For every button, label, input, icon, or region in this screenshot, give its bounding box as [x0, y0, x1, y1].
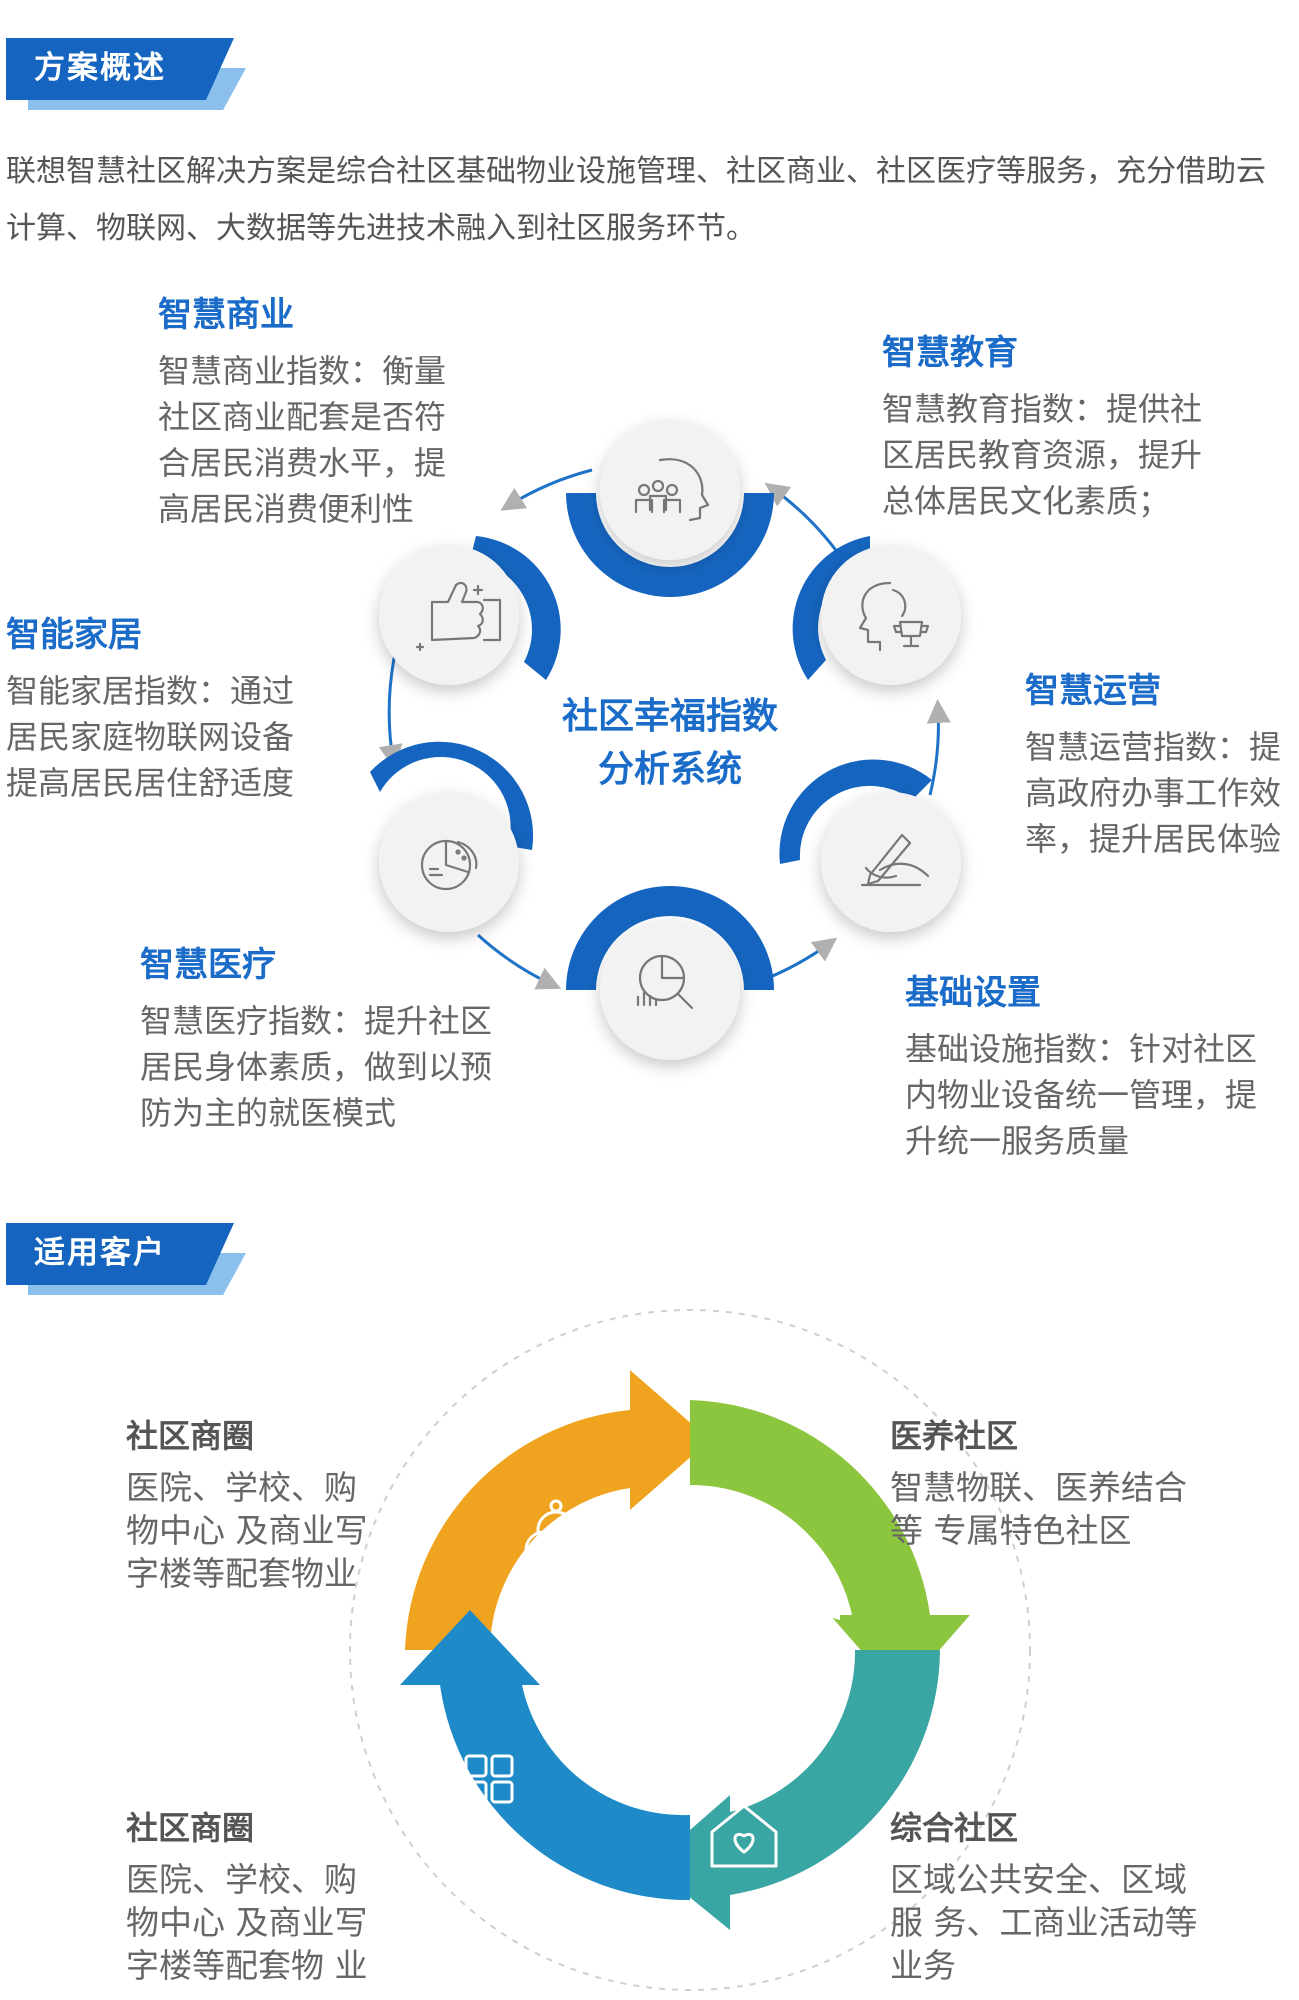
crowd-head-icon [634, 458, 710, 522]
customer-bottom-left: 社区商圈 医院、学校、购物中心 及商业写 字楼等配套物 业 [126, 1809, 368, 1985]
crescent [566, 886, 774, 990]
node-smart-education: 智慧教育 智慧教育指数：提供社区居民教育资源，提升 总体居民文化素质； [882, 333, 1203, 520]
arc-segment [764, 482, 845, 561]
node-smart-commerce: 智慧商业 智慧商业指数：衡量社区商业配套是否符 合居民消费水平，提高居民消费便利… [158, 295, 447, 528]
arc-segment [500, 468, 593, 511]
venn-people-icon [517, 1499, 595, 1570]
crescent [370, 741, 534, 850]
banner-shape [6, 1223, 246, 1295]
head-trophy-icon [858, 581, 930, 652]
node-smart-medical: 智慧医疗 智慧医疗指数：提升社区居民身体素质，做到以预 防为主的就医模式 [140, 945, 493, 1132]
banner-shape [6, 38, 246, 110]
intro-paragraph: 联想智慧社区解决方案是综合社区基础物业设施管理、社区商业、社区医疗等服务，充分借… [6, 154, 1266, 246]
node-circle-home [379, 545, 519, 685]
node-circle-infrastructure [600, 920, 740, 1060]
thumbs-up-icon [415, 581, 502, 652]
dashed-outer-ring [349, 1309, 1031, 1991]
section-banner-customers: 适用客户 [6, 1215, 266, 1295]
node-infrastructure: 基础设置 基础设施指数：针对社区内物业设备统一管理，提 升统一服务质量 [905, 973, 1258, 1160]
node-circle-education2 [821, 545, 961, 685]
apps-grid-icon [464, 1754, 514, 1804]
arrow-green [690, 1400, 970, 1695]
customer-bottom-right: 综合社区 区域公共安全、区域服 务、工商业活动等 业务 [890, 1809, 1198, 1985]
customer-top-right: 医养社区 智慧物联、医养结合等 专属特色社区 [890, 1417, 1187, 1550]
node-smart-home: 智能家居 智能家居指数：通过居民家庭物联网设备 提高居民居住舒适度 [6, 615, 295, 802]
customer-top-left: 社区商圈 医院、学校、购物中心 及商业写 字楼等配套物业 [126, 1417, 368, 1593]
pie-chart-icon [420, 839, 478, 891]
arrow-blue [400, 1610, 690, 1901]
section-title: 方案概述 [34, 50, 166, 86]
medical-cross-icon [784, 1590, 840, 1630]
crescent [566, 493, 774, 597]
section-banner-overview: 方案概述 [6, 30, 266, 110]
section-title: 适用客户 [34, 1235, 166, 1271]
arc-segment [926, 699, 951, 796]
hand-writing-icon [860, 833, 930, 887]
node-circle-education [600, 420, 740, 560]
crescent [779, 759, 932, 864]
node-circle-medical [379, 792, 519, 932]
arrow-teal [650, 1650, 940, 1930]
crescent [792, 536, 870, 680]
crescent [470, 536, 561, 680]
arc-segment [476, 933, 562, 990]
house-heart-icon [710, 1804, 778, 1868]
magnifier-chart-icon [636, 954, 694, 1010]
center-title: 社区幸福指数 分析系统 [561, 696, 778, 790]
node-smart-operations: 智慧运营 智慧运营指数：提高政府办事工作效 率，提升居民体验 [1025, 671, 1282, 858]
node-circle-operations [821, 792, 961, 932]
